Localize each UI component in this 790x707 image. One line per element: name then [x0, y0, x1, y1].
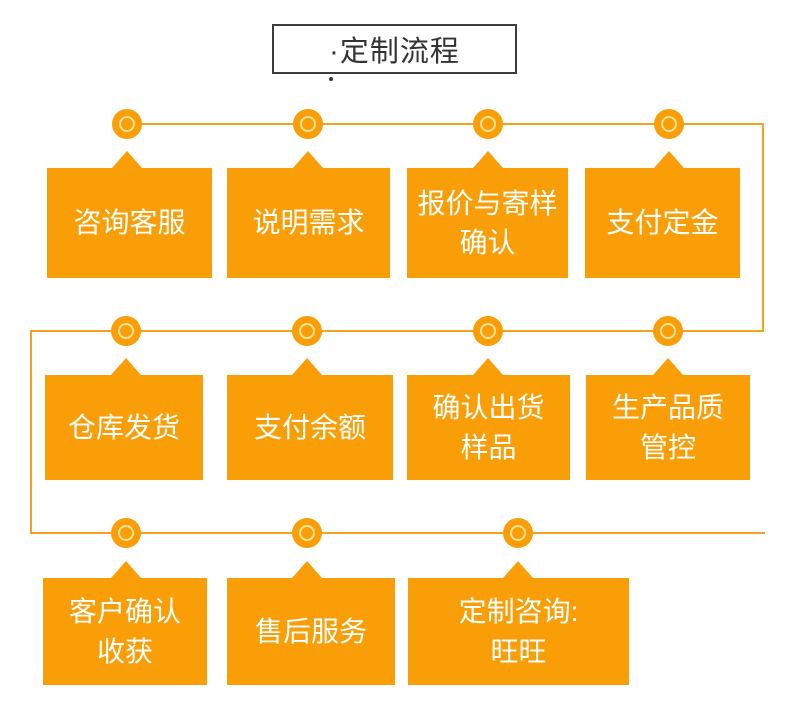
node-dot [653, 316, 683, 346]
node-dot [473, 109, 503, 139]
pointer-up-icon [653, 358, 683, 375]
connector-line-row1 [127, 123, 764, 125]
node-dot [112, 109, 142, 139]
flow-step-custom-consult-wangwang: 定制咨询: 旺旺 [408, 578, 629, 685]
pointer-up-icon [503, 561, 533, 578]
flow-step-pay-balance: 支付余额 [227, 375, 393, 480]
node-dot [293, 109, 323, 139]
page-title: ·定制流程 [272, 24, 517, 74]
pointer-up-icon [654, 151, 684, 168]
flow-step-quality-control: 生产品质 管控 [586, 375, 750, 480]
pointer-up-icon [112, 151, 142, 168]
pointer-up-icon [111, 561, 141, 578]
node-dot [111, 518, 141, 548]
pointer-up-icon [293, 151, 323, 168]
node-dot [654, 109, 684, 139]
node-dot [111, 316, 141, 346]
pointer-up-icon [292, 561, 322, 578]
connector-line-row3 [30, 532, 765, 534]
pointer-up-icon [111, 358, 141, 375]
flow-step-consult-service: 咨询客服 [47, 168, 212, 278]
node-dot [292, 316, 322, 346]
flow-step-pay-deposit: 支付定金 [585, 168, 740, 278]
connector-line-right-down [762, 123, 764, 332]
pointer-up-icon [473, 151, 503, 168]
flow-step-confirm-shipment-sample: 确认出货 样品 [407, 375, 570, 480]
pointer-up-icon [292, 358, 322, 375]
flow-step-customer-confirm-receipt: 客户确认 收获 [43, 578, 207, 685]
flow-step-explain-needs: 说明需求 [227, 168, 390, 278]
pointer-up-icon [473, 358, 503, 375]
node-dot [292, 518, 322, 548]
flow-step-warehouse-ship: 仓库发货 [45, 375, 203, 480]
connector-line-row2 [30, 330, 764, 332]
flow-step-after-sales: 售后服务 [227, 578, 395, 685]
node-dot [473, 316, 503, 346]
node-dot [503, 518, 533, 548]
connector-line-left-down [30, 330, 32, 534]
stray-dot [329, 77, 333, 81]
flow-step-quote-sample: 报价与寄样 确认 [407, 168, 568, 278]
